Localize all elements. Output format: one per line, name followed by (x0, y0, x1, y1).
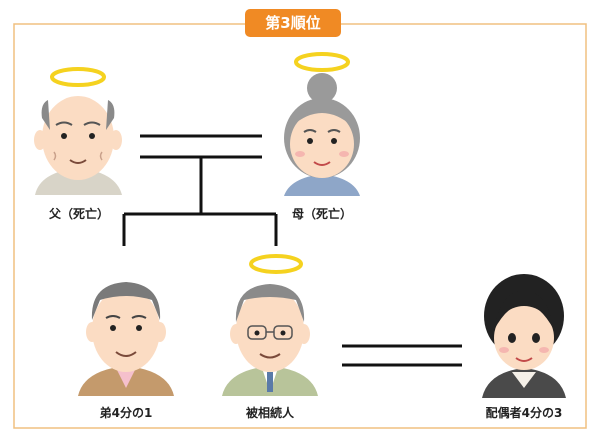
father-label: 父（死亡） (48, 207, 110, 221)
father-figure (34, 67, 122, 195)
halo-icon (50, 67, 106, 87)
order-badge: 第3順位 (245, 9, 341, 37)
mother-figure (284, 52, 360, 196)
marriage-line-parents (140, 134, 262, 159)
marriage-line-decedent-spouse (342, 344, 462, 367)
frame-border (13, 23, 587, 429)
sibling-figure (78, 282, 174, 396)
sibling-label: 弟4分の1 (99, 406, 153, 420)
decedent-label: 被相続人 (245, 406, 295, 420)
spouse-figure (482, 274, 566, 398)
mother-label: 母（死亡） (291, 207, 353, 221)
spouse-label: 配偶者4分の3 (485, 406, 563, 420)
descent-lines (122, 157, 278, 246)
halo-icon (249, 254, 303, 274)
halo-icon (294, 52, 350, 72)
decedent-figure (222, 254, 318, 396)
